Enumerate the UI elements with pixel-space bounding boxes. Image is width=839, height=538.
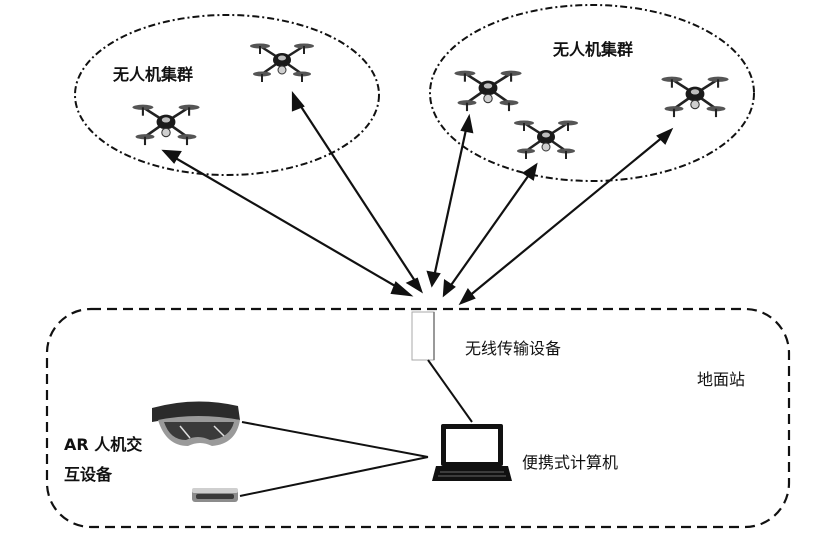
laptop-label: 便携式计算机 [522,453,619,472]
wireless-transmitter-icon [411,311,435,361]
link-arrow-drone-5 [458,127,674,306]
ar-device-label-line2: 互设备 [64,465,113,484]
ar-headset-icon [152,401,240,446]
cluster-ellipse-right [429,4,755,182]
link-arrows [161,90,674,306]
ar-device-label: AR 人机交 互设备 [64,430,142,490]
ground-station-boundary [45,307,791,529]
depth-sensor-icon [192,488,238,502]
wireless-device-label: 无线传输设备 [465,339,562,358]
cluster-title-left: 无人机集群 [113,65,194,84]
drone-icon [453,69,523,113]
drone-icon [512,119,580,161]
cluster-ellipse-left [74,14,380,176]
laptop-icon [432,424,512,481]
ar-device-label-line1: AR 人机交 [64,435,143,454]
link-arrow-drone-2 [291,90,424,294]
link-arrow-drone-1 [161,149,414,297]
drone-icon [660,75,730,119]
ground-station-label: 地面站 [697,370,746,389]
drone-icon [131,103,201,147]
link-arrow-drone-4 [442,162,538,298]
link-arrow-drone-3 [426,113,474,288]
connection-lines [239,359,473,497]
cluster-title-right: 无人机集群 [553,40,634,59]
drone-icon [248,42,316,84]
